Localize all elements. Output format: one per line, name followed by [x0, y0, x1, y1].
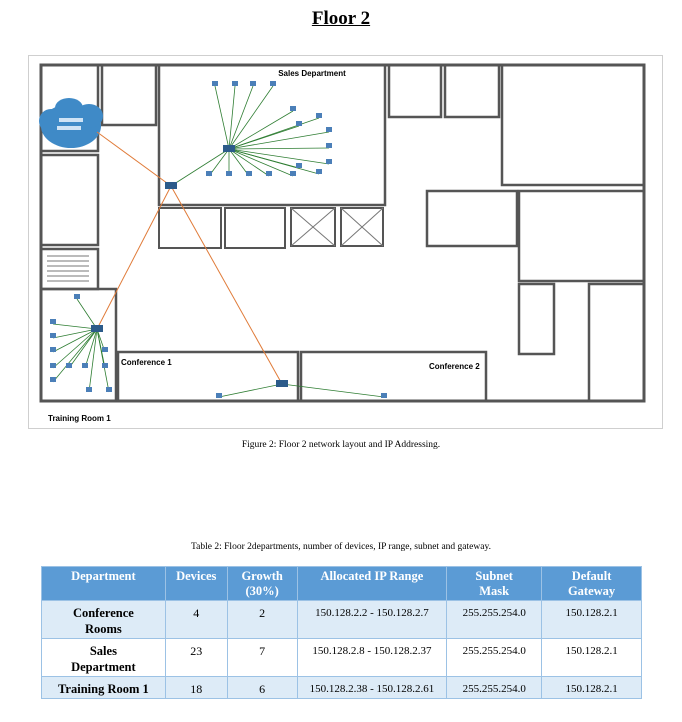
room-conference-1	[116, 350, 300, 403]
room-right-2	[517, 189, 646, 283]
stairwell	[39, 247, 100, 291]
room-training	[39, 287, 118, 403]
room-left-mid	[39, 153, 100, 247]
room-top-5	[443, 63, 501, 119]
header-department: Department	[41, 566, 166, 601]
restroom-2	[224, 207, 286, 249]
label-conference-2: Conference 2	[429, 362, 480, 371]
room-right-4	[587, 282, 646, 403]
elevator-2	[340, 207, 384, 247]
cell-growth: 7	[226, 638, 298, 677]
floor-plan-figure: Sales Department Conference 1 Conference…	[28, 55, 663, 429]
restroom-1	[158, 207, 222, 249]
cell-subnet: 255.255.254.0	[446, 676, 543, 699]
floor-plan-diagram: Sales Department Conference 1 Conference…	[39, 63, 646, 423]
label-training-room: Training Room 1	[48, 414, 111, 423]
cell-department: Training Room 1	[41, 676, 166, 699]
cell-gateway: 150.128.2.1	[541, 676, 642, 699]
cell-devices: 4	[164, 600, 228, 639]
sales-lan-links	[170, 85, 330, 187]
stairs-icon	[47, 255, 89, 282]
label-sales-department: Sales Department	[278, 69, 346, 78]
table-header-row: Department Devices Growth(30%) Allocated…	[41, 566, 642, 601]
room-top-4	[387, 63, 443, 119]
cell-gateway: 150.128.2.1	[541, 600, 642, 639]
table-caption: Table 2: Floor 2departments, number of d…	[191, 542, 491, 552]
cell-ip-range: 150.128.2.2 - 150.128.2.7	[296, 600, 448, 639]
label-conference-1: Conference 1	[121, 358, 172, 367]
wan-links	[96, 131, 283, 385]
router-main-icon	[165, 182, 177, 189]
elevator-1	[290, 207, 336, 247]
room-top-2	[100, 63, 158, 127]
header-growth: Growth(30%)	[226, 566, 298, 601]
cloud-icon	[39, 98, 103, 148]
conference-lan-links	[218, 383, 385, 398]
cell-ip-range: 150.128.2.38 - 150.128.2.61	[296, 676, 448, 699]
figure-caption: Figure 2: Floor 2 network layout and IP …	[241, 440, 441, 450]
room-right-3	[517, 282, 556, 356]
cell-devices: 18	[164, 676, 228, 699]
cell-growth: 6	[226, 676, 298, 699]
cell-growth: 2	[226, 600, 298, 639]
cell-ip-range: 150.128.2.8 - 150.128.2.37	[296, 638, 448, 677]
header-ip-range: Allocated IP Range	[296, 566, 448, 601]
ip-allocation-table: Department Devices Growth(30%) Allocated…	[41, 566, 642, 699]
room-sales	[157, 63, 387, 207]
training-lan-links	[52, 298, 110, 393]
switch-sales-icon	[223, 145, 235, 152]
cell-subnet: 255.255.254.0	[446, 638, 543, 677]
table-row: Training Room 1 18 6 150.128.2.38 - 150.…	[41, 676, 642, 699]
room-right-1	[425, 189, 519, 248]
page-title: Floor 2	[311, 8, 371, 29]
room-top-right	[500, 63, 646, 187]
switch-conference-icon	[276, 380, 288, 387]
room-conference-2	[299, 350, 488, 403]
pc-icons	[50, 81, 387, 398]
cell-devices: 23	[164, 638, 228, 677]
header-devices: Devices	[164, 566, 228, 601]
cell-subnet: 255.255.254.0	[446, 600, 543, 639]
switch-training-icon	[91, 325, 103, 332]
cell-gateway: 150.128.2.1	[541, 638, 642, 677]
